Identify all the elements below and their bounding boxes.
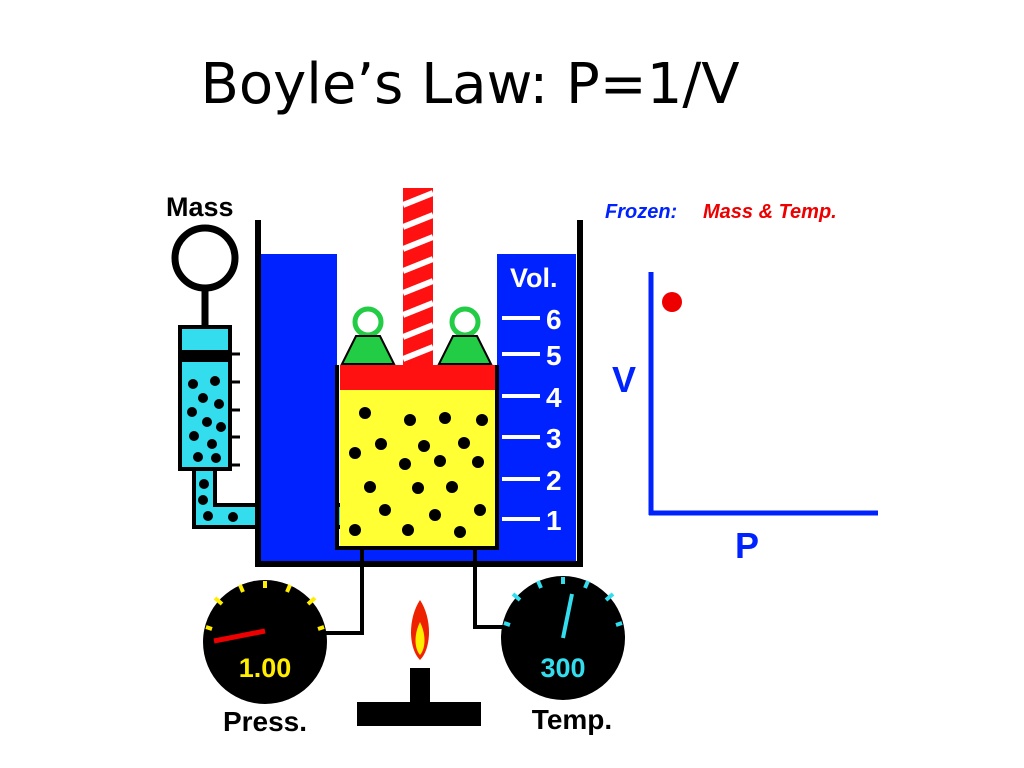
mass-label: Mass [166,192,234,222]
mass-ring-icon [171,224,239,292]
volume-tick-4: 4 [546,382,562,413]
temperature-wire [473,548,508,629]
piston [340,365,495,390]
weight-right [437,306,493,365]
volume-tick-5: 5 [546,340,562,371]
bath-container [255,220,583,567]
graph-x-label: P [735,525,759,566]
frozen-prefix: Frozen: [605,201,677,223]
gas-cylinder-walls [335,365,499,550]
volume-scale: 1 2 3 4 5 6 [502,304,562,536]
graph-y-label: V [612,359,636,400]
frozen-vars: Mass & Temp. [703,201,837,223]
pressure-label: Press. [223,706,307,737]
volume-tick-3: 3 [546,423,562,454]
volume-label: Vol. [510,263,558,293]
weight-left [340,306,396,365]
piston-rod [401,188,435,365]
temperature-gauge-icon [501,576,625,700]
flame-icon [411,600,429,660]
volume-tick-2: 2 [546,465,562,496]
temperature-value: 300 [540,653,585,683]
water-bath-left [261,254,337,561]
temperature-label: Temp. [532,704,612,735]
gas-molecules [349,407,488,538]
volume-tick-1: 1 [546,505,562,536]
pressure-value: 1.00 [239,653,292,683]
manometer-cylinder [178,325,240,471]
slide-title: Boyle’s Law: P=1/V [200,52,740,117]
graph-data-point [662,292,682,312]
pressure-wire [322,548,364,635]
volume-tick-6: 6 [546,304,562,335]
water-bath-right [497,254,576,561]
burner-icon [357,668,481,726]
pressure-gauge-icon [203,580,327,704]
